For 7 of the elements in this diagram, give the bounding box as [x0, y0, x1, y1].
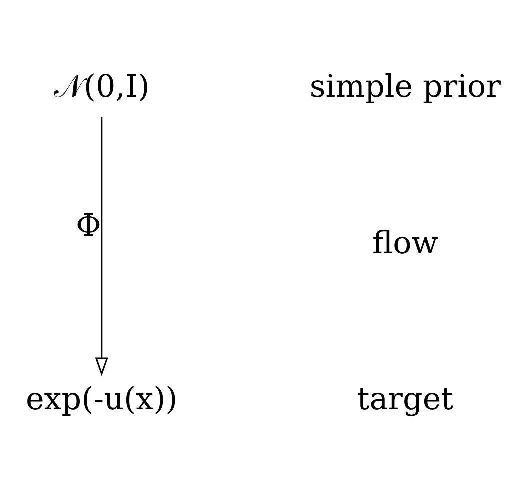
- arrow: [95, 116, 108, 376]
- label: target: [357, 381, 454, 418]
- label: flow: [372, 224, 438, 261]
- label: simple prior: [310, 68, 501, 104]
- node-text: exp(-u(x)): [26, 381, 178, 418]
- edge-label: Φ: [76, 208, 102, 244]
- node-text: 𝒩(0,I): [54, 68, 150, 104]
